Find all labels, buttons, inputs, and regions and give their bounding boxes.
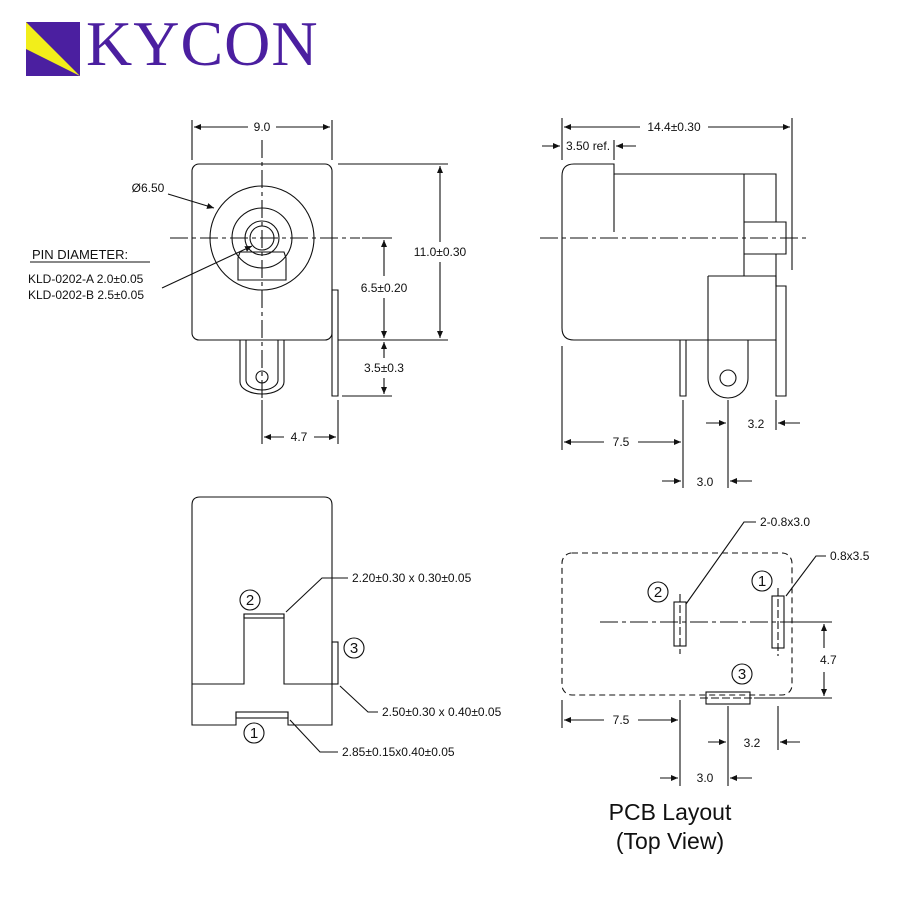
callout-circle-1 <box>243 722 265 744</box>
pcb-circle-3 <box>731 663 753 685</box>
pcb-layout-subheading: (Top View) <box>615 827 725 854</box>
hole-dia-label: Ø6.50 <box>132 181 165 195</box>
side-tab <box>707 276 749 399</box>
brand-name: KYCON <box>86 8 319 79</box>
pcb-layout-view <box>561 521 832 786</box>
side-rear-pin <box>708 275 787 397</box>
pin-diameter-heading: PIN DIAMETER: <box>32 247 128 262</box>
leader-line <box>167 193 215 209</box>
leader-line <box>285 577 348 613</box>
pcb-dim-47-label: 4.7 <box>820 653 837 667</box>
side-pin-end-dim-label: 3.2 <box>748 417 765 431</box>
length-dim-label: 14.4±0.30 <box>647 120 701 134</box>
front-side-pin <box>331 289 339 397</box>
pin1-size-label: 2.85±0.15x0.40±0.05 <box>342 745 455 759</box>
leader-line <box>339 685 378 713</box>
front-view <box>30 120 448 444</box>
pcb-dim-30-label: 3.0 <box>697 771 714 785</box>
kycon-logo-icon <box>26 22 80 76</box>
leader-line <box>785 555 826 597</box>
pin3-outline <box>331 641 339 685</box>
pcb-footprint-outline <box>561 552 793 696</box>
height-dim-label: 11.0±0.30 <box>414 245 467 259</box>
pcb-circle-2 <box>647 581 669 603</box>
side-tab-hole <box>719 369 737 387</box>
pcb-dim-32-label: 3.2 <box>744 736 761 750</box>
bottom-view <box>191 496 378 753</box>
side-pin-gap-dim-label: 3.0 <box>697 475 714 489</box>
bottom-circle-1-label: 1 <box>250 725 258 742</box>
pin-offset-dim-label: 4.7 <box>291 430 308 444</box>
ref-dim-label: 3.50 ref. <box>566 139 610 153</box>
pcb-circle-1-label: 1 <box>758 573 766 590</box>
pin1-outline <box>235 711 289 719</box>
leader-line <box>161 245 253 289</box>
callout-circle-2 <box>239 589 261 611</box>
side-view <box>540 118 810 488</box>
pcb-dim-75-label: 7.5 <box>613 713 630 727</box>
pcb-circle-1 <box>751 570 773 592</box>
bottom-slot <box>192 613 332 685</box>
side-pin1-dim-label: 7.5 <box>613 435 630 449</box>
side-body-outline <box>561 163 787 341</box>
pin-length-dim-label: 3.5±0.3 <box>364 361 404 375</box>
side-front-pin <box>679 340 687 397</box>
pcb-circle-2-label: 2 <box>654 584 662 601</box>
pin2-outline <box>243 613 285 619</box>
pcb-layout-title: PCB Layout (Top View) <box>560 798 780 856</box>
pcb-slot2-label: 2-0.8x3.0 <box>760 515 810 529</box>
bottom-circle-3-label: 3 <box>350 640 358 657</box>
pin3-size-label: 2.50±0.30 x 0.40±0.05 <box>382 705 502 719</box>
pin-a-label: KLD-0202-A 2.0±0.05 <box>28 272 144 286</box>
pcb-layout-heading: PCB Layout <box>608 799 732 825</box>
leader-line <box>289 719 338 753</box>
leader-line <box>685 521 756 605</box>
logo-lower-band <box>26 49 80 76</box>
bottom-circle-2-label: 2 <box>246 592 254 609</box>
pcb-slot1-label: 0.8x3.5 <box>830 549 870 563</box>
pin-b-label: KLD-0202-B 2.5±0.05 <box>28 288 144 302</box>
width-dim-label: 9.0 <box>254 120 271 134</box>
pin2-size-label: 2.20±0.30 x 0.30±0.05 <box>352 571 472 585</box>
bottom-body-outline <box>191 496 333 726</box>
callout-circle-3 <box>343 637 365 659</box>
pcb-circle-3-label: 3 <box>738 666 746 683</box>
center-dim-label: 6.5±0.20 <box>361 281 408 295</box>
